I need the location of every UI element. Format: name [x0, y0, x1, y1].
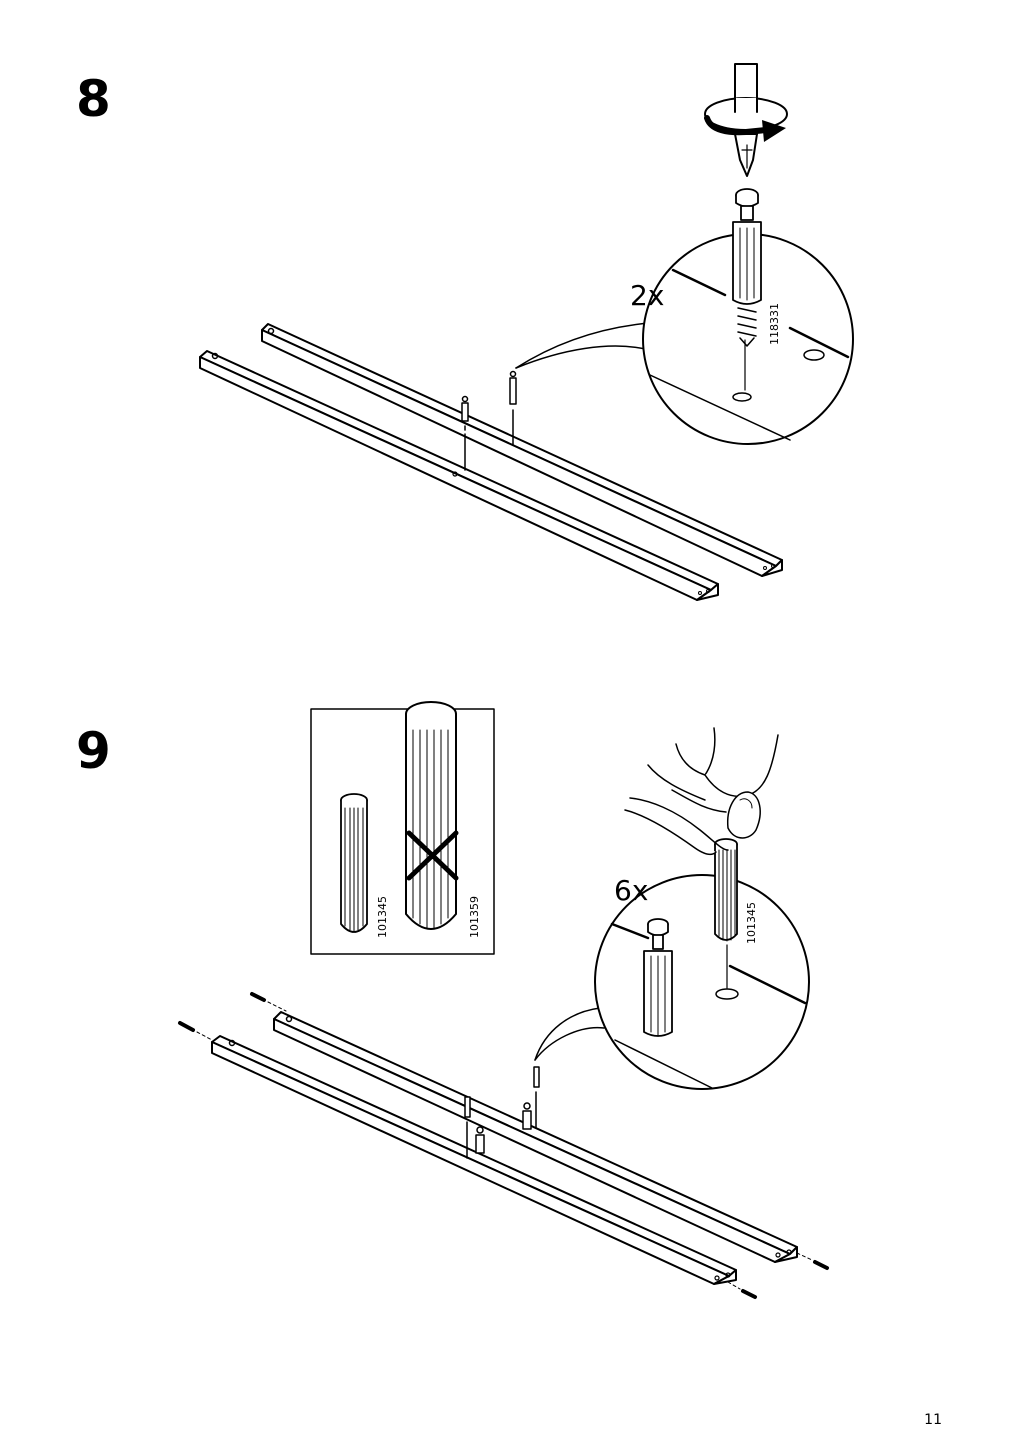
step-number: 9	[76, 722, 111, 780]
rotate-arrow-icon	[704, 97, 788, 142]
cam-bolt	[509, 370, 517, 446]
rail	[199, 350, 719, 601]
quantity-label: 2x	[630, 279, 664, 312]
rail	[273, 1011, 798, 1263]
dowel-wrong	[405, 701, 457, 930]
rail	[211, 1035, 737, 1285]
cam-bolt	[643, 918, 673, 1037]
part-number: 118331	[768, 303, 781, 345]
dowel	[178, 992, 829, 1299]
part-number: 101345	[376, 896, 389, 938]
cam-bolt	[461, 395, 469, 471]
step8-illustration: 2x 118331	[199, 63, 854, 601]
step-number: 8	[76, 70, 111, 128]
detail-circle	[642, 188, 854, 445]
part-number: 101345	[745, 902, 758, 944]
rail	[261, 323, 783, 577]
part-number: 101359	[468, 896, 481, 938]
quantity-label: 6x	[614, 874, 648, 907]
comparison-box	[310, 701, 495, 955]
dowel	[464, 1066, 540, 1159]
cam-bolt	[475, 1102, 532, 1154]
detail-circle	[594, 838, 810, 1090]
dowel-correct	[340, 793, 368, 933]
page-number: 11	[924, 1412, 942, 1428]
step9-illustration: 101345 101359	[178, 701, 829, 1299]
dowel	[714, 838, 738, 942]
cross-icon	[406, 830, 459, 881]
hand-icon	[624, 727, 779, 856]
cam-bolt	[732, 188, 762, 347]
